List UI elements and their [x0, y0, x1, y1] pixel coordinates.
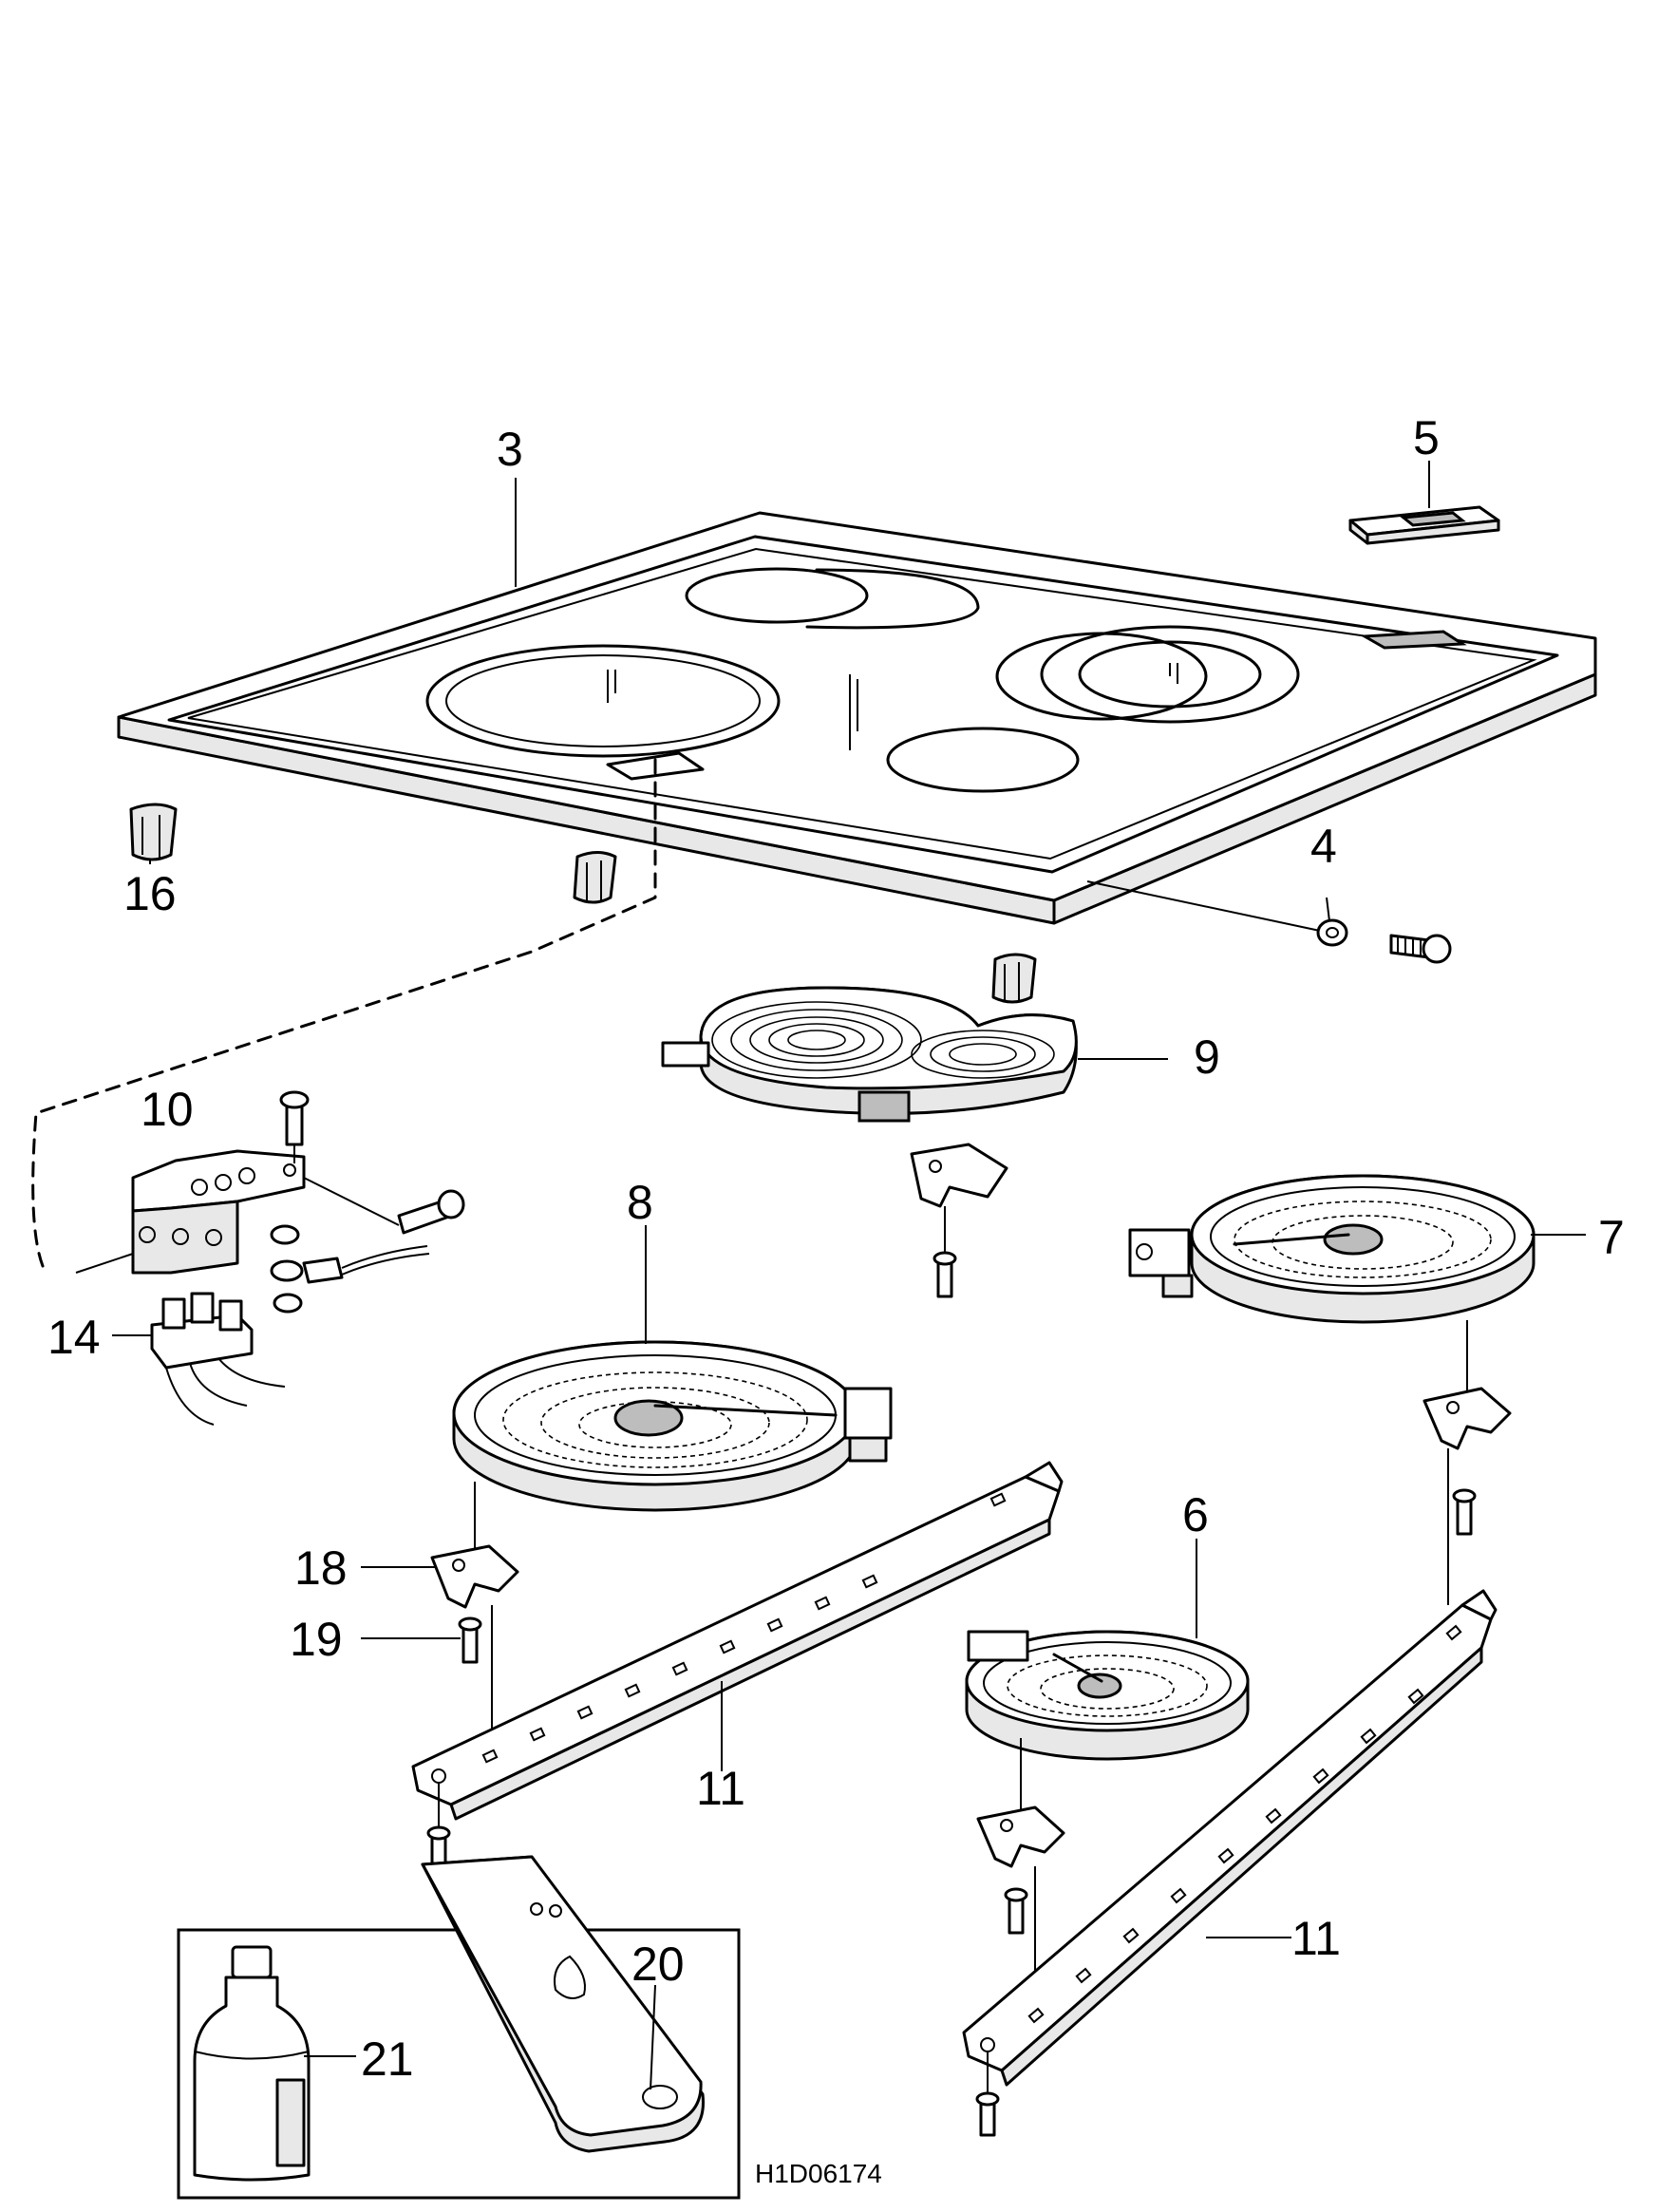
- large-radiant-element: [452, 1340, 893, 1512]
- scraper-tool: [421, 1855, 705, 2153]
- oval-dual-heating-element: [661, 986, 1078, 1123]
- callout-4: 4: [1310, 820, 1337, 873]
- foot-right: [991, 953, 1037, 1004]
- medium-radiant-element: [1128, 1174, 1536, 1324]
- indicator-window-part: [1348, 505, 1500, 545]
- mounting-clip-18: [430, 1482, 519, 1776]
- terminal-bracket: [75, 1090, 465, 1314]
- callout-21: 21: [361, 2032, 414, 2086]
- callout-11-left: 11: [696, 1762, 745, 1815]
- callout-9: 9: [1194, 1030, 1220, 1084]
- callout-3: 3: [497, 423, 523, 476]
- callout-8: 8: [627, 1176, 653, 1229]
- callout-10: 10: [141, 1083, 194, 1136]
- foot-middle: [573, 851, 617, 904]
- callout-14: 14: [47, 1311, 101, 1364]
- terminal-block: [150, 1292, 286, 1426]
- leader-lines: [112, 461, 1586, 2090]
- callout-19: 19: [290, 1613, 343, 1666]
- callout-20: 20: [631, 1938, 685, 1991]
- callout-18: 18: [294, 1541, 348, 1595]
- support-rail-left: [411, 1461, 1064, 1871]
- callout-16: 16: [123, 867, 177, 920]
- callout-7: 7: [1598, 1211, 1625, 1264]
- foot-left: [129, 803, 178, 861]
- callout-6: 6: [1182, 1488, 1209, 1541]
- support-rail-right: [962, 1589, 1498, 2137]
- mounting-clip-9: [910, 1143, 1008, 1298]
- callout-11-right: 11: [1291, 1912, 1341, 1965]
- cable-route-dashed: [31, 758, 657, 1275]
- ceramic-hob-top: [117, 511, 1597, 925]
- callout-5: 5: [1413, 411, 1440, 464]
- drawing-code: H1D06174: [755, 2159, 882, 2188]
- mounting-clip-7: [1422, 1320, 1512, 1605]
- screw-and-washer: [1086, 880, 1452, 964]
- small-radiant-element: [965, 1630, 1250, 1761]
- cleaner-bottle: [193, 1945, 311, 2182]
